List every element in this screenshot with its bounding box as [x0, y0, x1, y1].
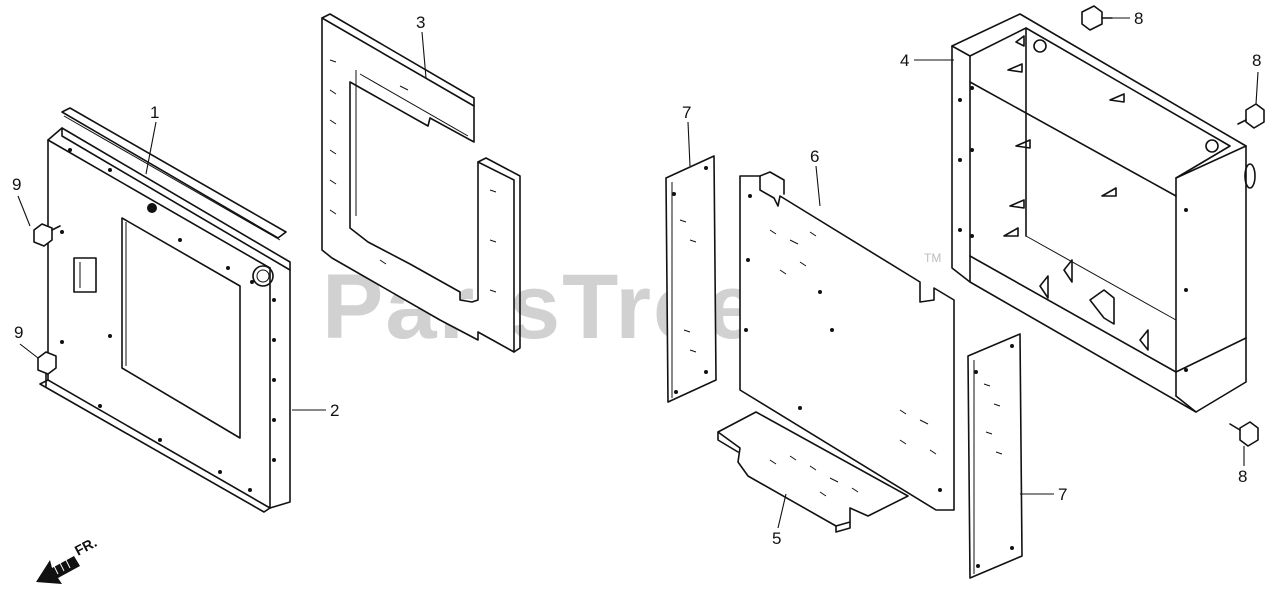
callout-8a-label: 8 — [1134, 9, 1143, 28]
callout-9b: 9 — [14, 323, 39, 359]
callout-7b-label: 7 — [1058, 485, 1067, 504]
part-3-gasket[interactable] — [321, 13, 521, 353]
callout-4: 4 — [900, 51, 954, 70]
callout-8b: 8 — [1252, 51, 1261, 105]
callout-1-label: 1 — [150, 103, 159, 122]
front-arrow-icon — [36, 556, 80, 584]
callout-3: 3 — [416, 13, 427, 79]
callout-8b-label: 8 — [1252, 51, 1261, 70]
watermark-trademark: TM — [924, 251, 941, 265]
part-2-front-panel[interactable] — [39, 127, 291, 513]
callout-9a-label: 9 — [12, 175, 21, 194]
callout-2: 2 — [292, 401, 339, 420]
front-direction-marker: FR. — [36, 534, 99, 584]
part-1-top-strip[interactable] — [61, 107, 287, 241]
callout-6: 6 — [810, 147, 821, 207]
callout-7a-label: 7 — [682, 103, 691, 122]
callout-8a: 8 — [1112, 9, 1143, 28]
callout-9b-label: 9 — [14, 323, 23, 342]
part-8-bolt-mid[interactable] — [1237, 103, 1265, 129]
part-9-bolt-lower[interactable] — [37, 351, 57, 387]
part-6-center-sheet[interactable] — [739, 171, 955, 511]
callout-5-label: 5 — [772, 529, 781, 548]
part-9-bolt-upper[interactable] — [33, 223, 61, 247]
callout-5: 5 — [772, 493, 787, 548]
front-direction-label: FR. — [72, 534, 99, 559]
callout-4-label: 4 — [900, 51, 909, 70]
part-4-rear-box[interactable] — [951, 13, 1256, 413]
callout-1: 1 — [145, 103, 159, 175]
callout-9a: 9 — [12, 175, 31, 227]
part-8-bolt-bottom[interactable] — [1229, 421, 1259, 447]
callout-7a: 7 — [682, 103, 691, 167]
part-7-right-strip[interactable] — [967, 333, 1023, 579]
callout-8c: 8 — [1238, 446, 1247, 486]
callout-2-label: 2 — [330, 401, 339, 420]
part-8-bolt-top[interactable] — [1081, 5, 1113, 31]
part-5-base-plate[interactable] — [717, 411, 909, 533]
part-7-left-strip[interactable] — [665, 155, 717, 403]
callout-7b: 7 — [1020, 485, 1067, 504]
callout-6-label: 6 — [810, 147, 819, 166]
callout-3-label: 3 — [416, 13, 425, 32]
callout-8c-label: 8 — [1238, 467, 1247, 486]
